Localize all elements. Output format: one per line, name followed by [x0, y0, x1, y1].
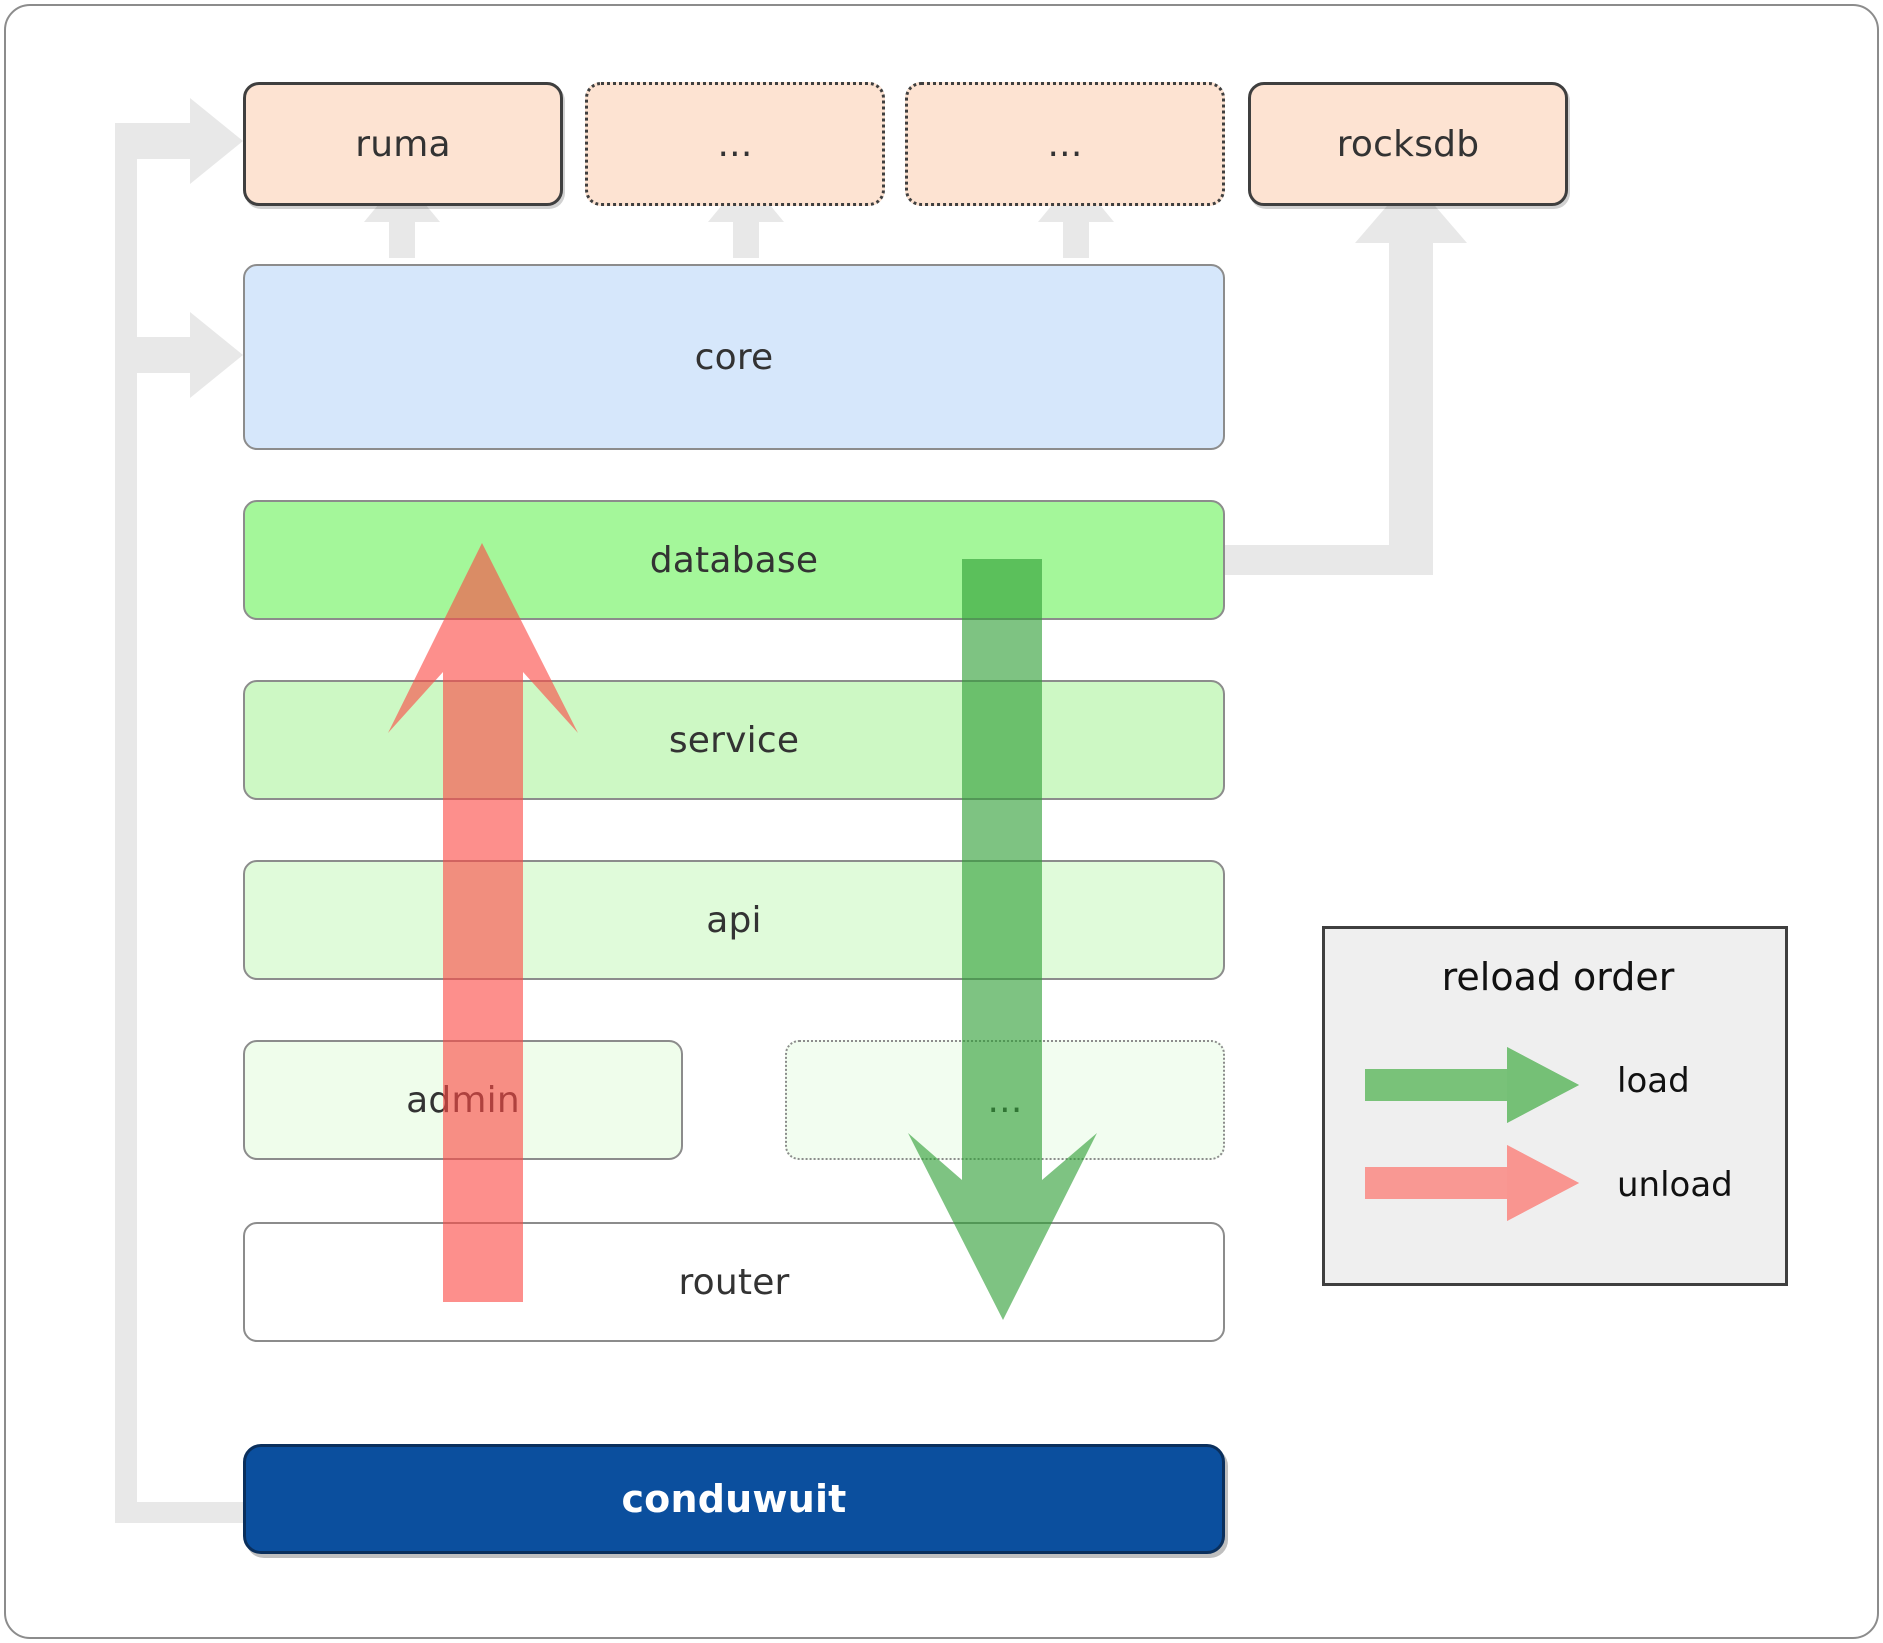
legend-panel: reload order load unload [1322, 926, 1788, 1286]
layer-box-api[interactable]: api [243, 860, 1225, 980]
layer-label-core: core [694, 336, 774, 378]
layer-box-database[interactable]: database [243, 500, 1225, 620]
dep-box-dots-1[interactable]: ... [585, 82, 885, 206]
layer-box-core[interactable]: core [243, 264, 1225, 450]
layer-box-router[interactable]: router [243, 1222, 1225, 1342]
layer-label-api: api [706, 899, 762, 941]
layer-box-admin[interactable]: admin [243, 1040, 683, 1160]
layer-label-admin: admin [406, 1079, 520, 1121]
layer-label-dots-3: ... [987, 1079, 1023, 1121]
legend-label-load: load [1617, 1061, 1690, 1101]
layer-box-service[interactable]: service [243, 680, 1225, 800]
layer-label-router: router [678, 1261, 790, 1303]
dep-label-rocksdb: rocksdb [1336, 123, 1480, 165]
dep-box-rocksdb[interactable]: rocksdb [1248, 82, 1568, 206]
app-box-conduwuit[interactable]: conduwuit [243, 1444, 1225, 1554]
dep-label-dots-1: ... [717, 123, 753, 165]
legend-title: reload order [1441, 955, 1675, 999]
layer-label-database: database [649, 539, 819, 581]
legend-label-unload: unload [1617, 1165, 1733, 1205]
dep-box-dots-2[interactable]: ... [905, 82, 1225, 206]
layer-box-dots-3[interactable]: ... [785, 1040, 1225, 1160]
legend-unload-arrow [1365, 1145, 1579, 1221]
diagram-frame [4, 4, 1879, 1639]
dep-label-dots-2: ... [1047, 123, 1083, 165]
dep-box-ruma[interactable]: ruma [243, 82, 563, 206]
layer-label-service: service [668, 719, 800, 761]
app-label-conduwuit: conduwuit [621, 1477, 847, 1521]
legend-load-arrow [1365, 1047, 1579, 1123]
legend-arrows [1365, 1047, 1579, 1221]
dep-label-ruma: ruma [355, 123, 451, 165]
